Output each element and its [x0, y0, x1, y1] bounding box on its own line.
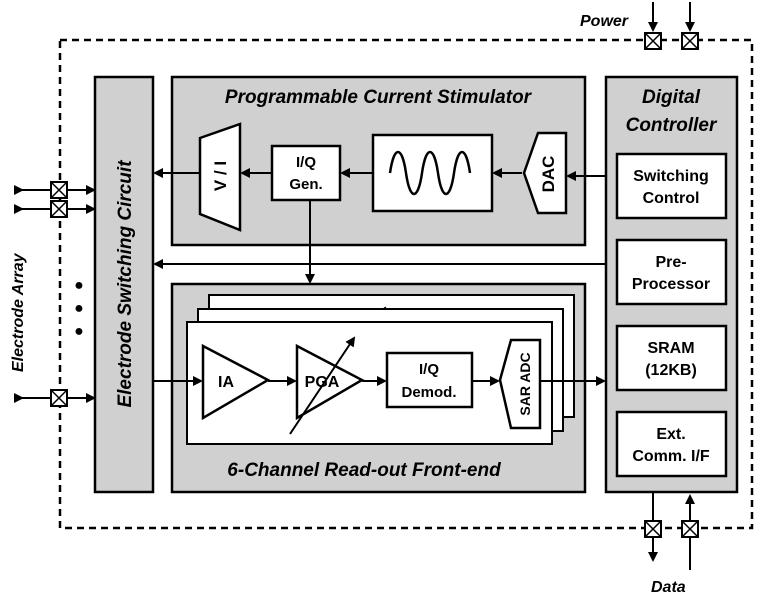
ext-comm-block: [615, 410, 728, 478]
pre-processor-label-1: Pre-: [655, 254, 686, 271]
switching-control-label-2: Control: [643, 190, 700, 207]
digital-controller-title-1: Digital: [642, 87, 701, 108]
electrode-pad-1: [50, 181, 68, 199]
sram-block: [615, 324, 728, 392]
ellipsis-dot-3: ●: [74, 323, 84, 340]
pre-processor-block: [615, 238, 728, 306]
power-pad-1: [644, 32, 662, 50]
data-pad-1: [644, 520, 662, 538]
sram-label-1: SRAM: [647, 340, 694, 357]
iq-demod-label-1: I/Q: [419, 361, 439, 378]
power-pad-2: [681, 32, 699, 50]
ellipsis-dot-2: ●: [74, 300, 84, 317]
signal-connections: [153, 168, 606, 386]
electrode-pad-2: [50, 200, 68, 218]
sram-label-2: (12KB): [645, 362, 697, 379]
switching-control-label-1: Switching: [633, 168, 709, 185]
electrode-switching-label: Electrode Switching Circuit: [115, 160, 136, 408]
electrode-pad-n: [50, 389, 68, 407]
sar-adc-block: [498, 338, 542, 430]
data-label: Data: [651, 579, 686, 596]
switching-control-block: [615, 152, 728, 220]
vi-label: V / I: [211, 161, 230, 191]
power-label: Power: [580, 13, 629, 30]
waveform-block: [371, 133, 494, 213]
pga-gain-arrow: [289, 336, 356, 435]
data-pins: [644, 492, 699, 570]
readout-title: 6-Channel Read-out Front-end: [227, 460, 501, 481]
chip-boundary: [58, 38, 754, 530]
power-pins: [644, 2, 699, 50]
iq-demod-block: [385, 351, 474, 409]
ia-label: IA: [218, 374, 234, 391]
data-pad-2: [681, 520, 699, 538]
electrode-switching-block: [93, 75, 155, 494]
pre-processor-label-2: Processor: [632, 276, 710, 293]
ia-amplifier: [201, 343, 271, 421]
ext-comm-label-1: Ext.: [656, 426, 685, 443]
stimulator-title: Programmable Current Stimulator: [225, 87, 533, 108]
pga-label: PGA: [305, 374, 340, 391]
sine-wave-icon: [388, 151, 472, 195]
electrode-pins: ● ● ●: [14, 181, 96, 407]
iq-gen-label-2: Gen.: [289, 176, 322, 193]
ellipsis-dot-1: ●: [74, 277, 84, 294]
iq-gen-label-1: I/Q: [296, 154, 316, 171]
iq-demod-label-2: Demod.: [401, 384, 456, 401]
sar-adc-label: SAR ADC: [517, 352, 533, 415]
electrode-array-label: Electrode Array: [10, 252, 27, 372]
digital-controller-title-2: Controller: [626, 115, 718, 136]
ext-comm-label-2: Comm. I/F: [632, 448, 710, 465]
dac-label: DAC: [539, 156, 558, 193]
vi-converter: [198, 122, 242, 232]
